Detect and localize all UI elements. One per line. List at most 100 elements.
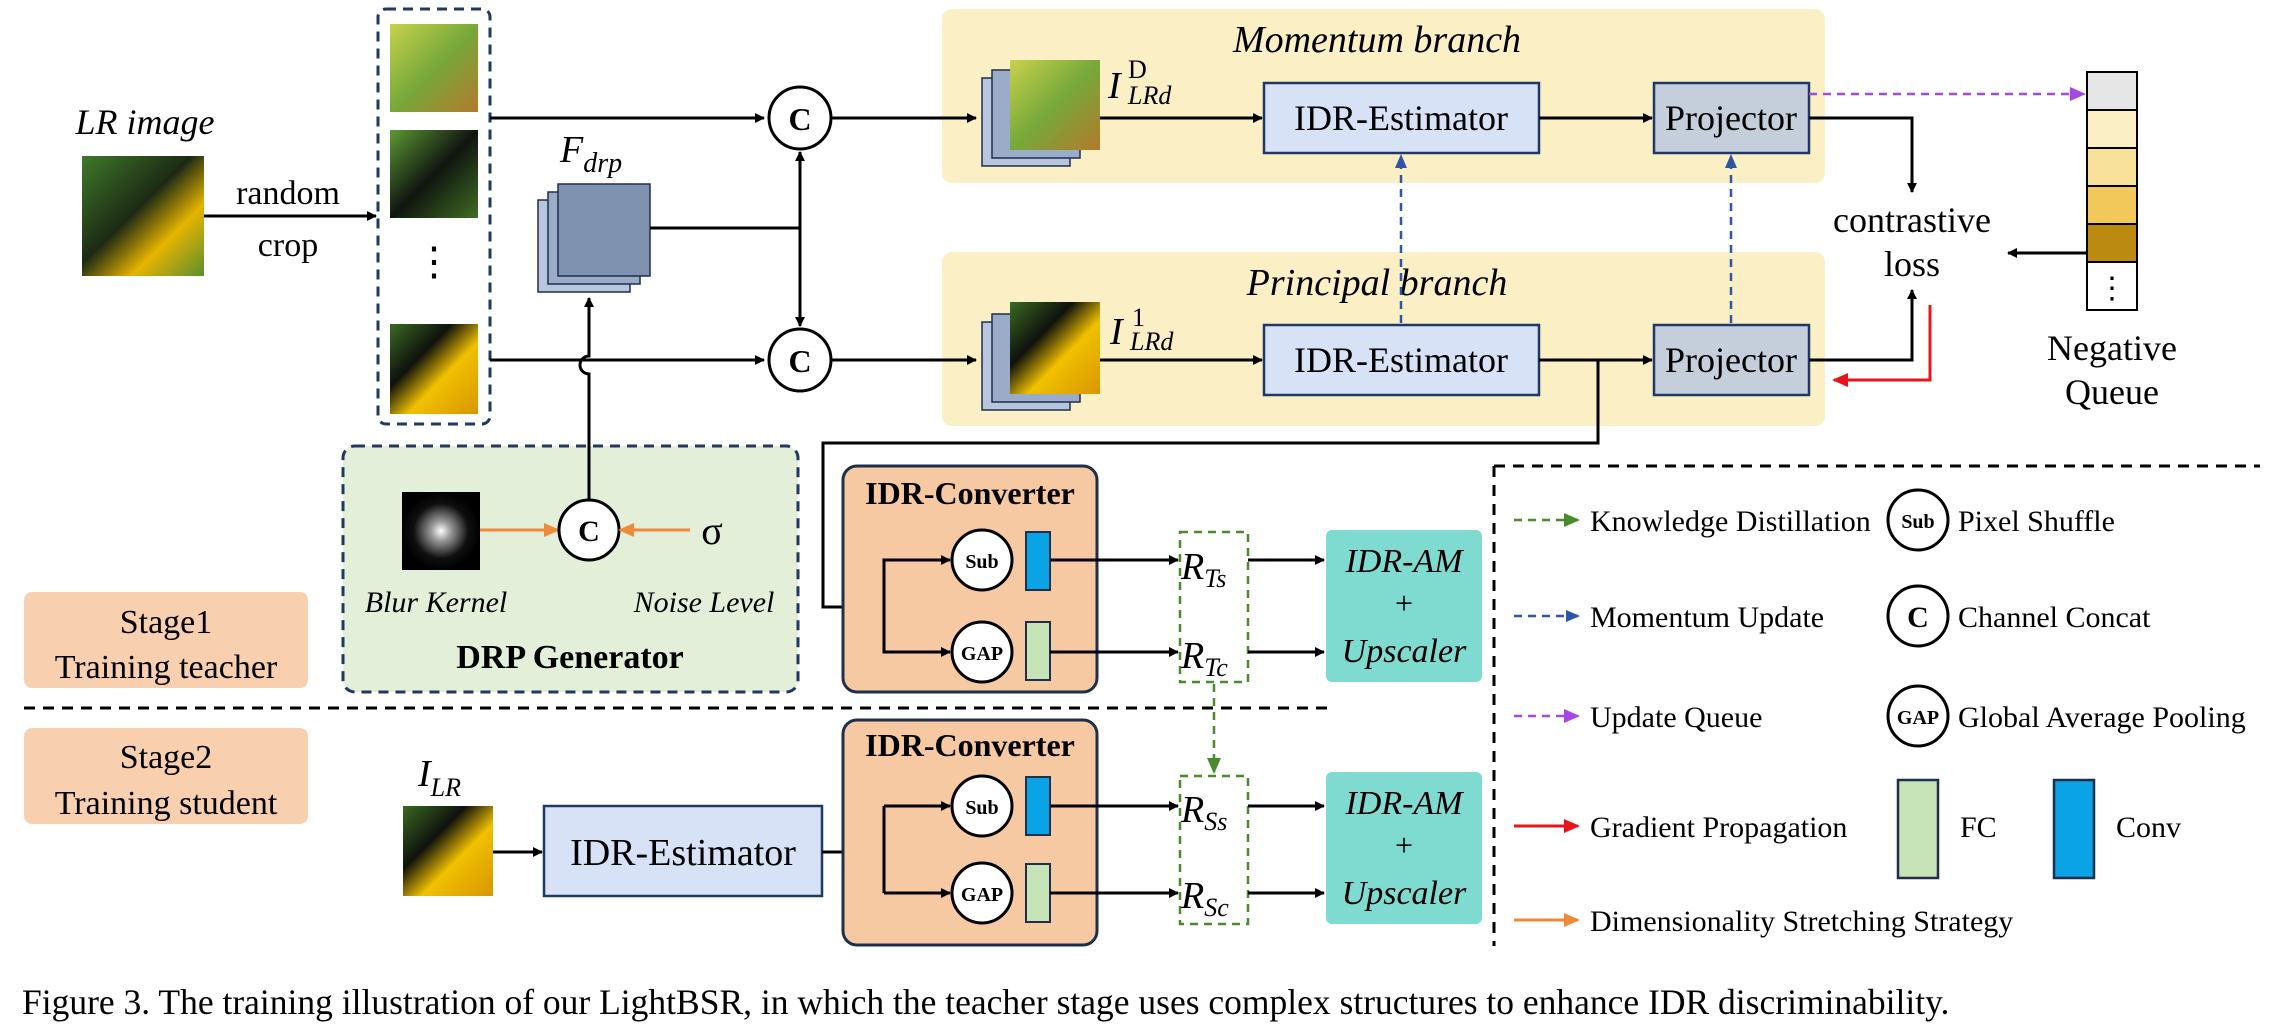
- stage1-box: [24, 592, 308, 688]
- legend-conv-label: Conv: [2116, 811, 2181, 844]
- random-crop-label-2: crop: [258, 227, 318, 264]
- principal-projector-label: Projector: [1665, 340, 1797, 380]
- blur-kernel-image: [402, 492, 480, 570]
- teacher-gap-node: [950, 620, 1014, 684]
- r-ss-label: RSs: [1180, 789, 1227, 836]
- legend-queue-label: Update Queue: [1590, 701, 1762, 734]
- student-gap-node: [950, 861, 1014, 925]
- momentum-stack-image: [1010, 60, 1100, 150]
- r-ts-label: RTs: [1180, 546, 1226, 593]
- i-lr-label: ILR: [417, 753, 461, 802]
- queue-cell-4: [2086, 185, 2138, 225]
- momentum-branch-title: Momentum branch: [1232, 19, 1521, 61]
- student-gap-node-label: GAP: [961, 884, 1003, 906]
- momentum-i-lrd-sub: LRd: [1127, 81, 1172, 110]
- lr-image-label: LR image: [75, 102, 215, 142]
- momentum-idr-estimator-label: IDR-Estimator: [1294, 98, 1508, 138]
- stage2-label-1: Stage2: [120, 739, 213, 776]
- concat-node-bottom-label: C: [788, 343, 811, 379]
- legend-sub-node-label: Sub: [1901, 511, 1934, 533]
- momentum-i-lrd-sup: D: [1128, 55, 1147, 84]
- principal-branch-title: Principal branch: [1246, 262, 1508, 304]
- teacher-sub-node-label: Sub: [965, 551, 998, 573]
- legend-channel-concat-label: Channel Concat: [1958, 601, 2151, 634]
- teacher-am-label-1: IDR-AM: [1344, 543, 1464, 580]
- noise-level-label: Noise Level: [633, 586, 775, 619]
- momentum-idr-estimator: [1262, 81, 1541, 155]
- momentum-projector: [1652, 81, 1811, 155]
- negative-queue-label-2: Queue: [2065, 372, 2159, 412]
- figure-caption: Figure 3. The training illustration of o…: [22, 982, 1949, 1022]
- student-input-image: [403, 806, 493, 896]
- concat-node-top-label: C: [788, 101, 811, 137]
- principal-i-lrd-sub: LRd: [1129, 327, 1174, 356]
- principal-i-lrd-sup: 1: [1132, 303, 1145, 332]
- sigma-symbol: σ: [701, 508, 723, 553]
- legend-stretching-label: Dimensionality Stretching Strategy: [1590, 905, 2013, 938]
- teacher-conv-block: [1025, 531, 1051, 591]
- stage2-box: [24, 728, 308, 824]
- principal-projector-to-loss-arrow: [1809, 289, 1917, 362]
- drp-generator-title: DRP Generator: [456, 639, 684, 676]
- teacher-r-box: [1178, 530, 1250, 684]
- principal-projector: [1652, 323, 1811, 397]
- legend-gap-node-label: GAP: [1897, 707, 1939, 729]
- legend-c-node: [1886, 584, 1950, 648]
- random-crop-label-1: random: [236, 175, 340, 212]
- legend-sub-node: [1886, 488, 1950, 552]
- teacher-converter-title: IDR-Converter: [865, 475, 1075, 511]
- crop-patch-1: [390, 24, 478, 112]
- student-am-label-1: IDR-AM: [1344, 785, 1464, 822]
- teacher-am-label-3: Upscaler: [1342, 633, 1467, 670]
- student-sub-node: [950, 774, 1014, 838]
- queue-cell-1: [2086, 71, 2138, 111]
- legend-conv-block: [2052, 778, 2096, 880]
- r-tc-label: RTc: [1180, 635, 1228, 682]
- principal-stack-image: [1010, 302, 1100, 394]
- crop-ellipsis: ⋮: [414, 239, 454, 284]
- queue-cell-3: [2086, 147, 2138, 187]
- legend-pixel-shuffle-label: Pixel Shuffle: [1958, 505, 2115, 538]
- crop-patch-2: [390, 130, 478, 218]
- teacher-sub-node: [950, 528, 1014, 592]
- legend-gap-label: Global Average Pooling: [1958, 701, 2246, 734]
- student-converter-title: IDR-Converter: [865, 727, 1075, 763]
- student-am-label-2: +: [1395, 827, 1413, 863]
- student-r-box: [1178, 774, 1250, 926]
- f-drp-layer-1: [557, 183, 651, 277]
- blur-kernel-label: Blur Kernel: [365, 586, 508, 619]
- teacher-am-label-2: +: [1395, 585, 1413, 621]
- queue-cell-5: [2086, 223, 2138, 263]
- drp-concat-node-label: C: [578, 515, 600, 548]
- student-conv-block: [1025, 776, 1051, 836]
- legend-momentum-label: Momentum Update: [1590, 601, 1824, 634]
- lr-image: [82, 156, 204, 276]
- crop-column-frame: [376, 7, 492, 426]
- student-idr-estimator-label: IDR-Estimator: [570, 832, 796, 874]
- student-idr-am-box: [1326, 772, 1482, 924]
- stage1-label-1: Stage1: [120, 604, 213, 641]
- legend-c-node-label: C: [1907, 601, 1929, 634]
- student-am-label-3: Upscaler: [1342, 875, 1467, 912]
- teacher-idr-am-box: [1326, 530, 1482, 682]
- gradient-propagation-arrow: [1832, 305, 1932, 387]
- queue-cell-2: [2086, 109, 2138, 149]
- momentum-projector-label: Projector: [1665, 98, 1797, 138]
- student-sub-node-label: Sub: [965, 797, 998, 819]
- queue-cell-6: [2086, 261, 2138, 311]
- crop-patch-3: [390, 324, 478, 414]
- r-sc-label: RSc: [1180, 875, 1229, 922]
- drp-to-f-drp-arrow: [578, 297, 594, 500]
- teacher-fc-block: [1025, 621, 1051, 681]
- momentum-i-lrd-label: I: [1107, 65, 1123, 107]
- student-fc-block: [1025, 863, 1051, 923]
- principal-idr-estimator: [1262, 323, 1541, 397]
- stage2-label-2: Training student: [55, 785, 278, 822]
- momentum-projector-to-loss-arrow: [1809, 116, 1917, 193]
- legend-gradient-label: Gradient Propagation: [1590, 811, 1847, 844]
- principal-idr-estimator-label: IDR-Estimator: [1294, 340, 1508, 380]
- legend-fc-label: FC: [1960, 811, 1997, 844]
- contrastive-loss-label-2: loss: [1884, 244, 1940, 284]
- legend-fc-block: [1896, 778, 1940, 880]
